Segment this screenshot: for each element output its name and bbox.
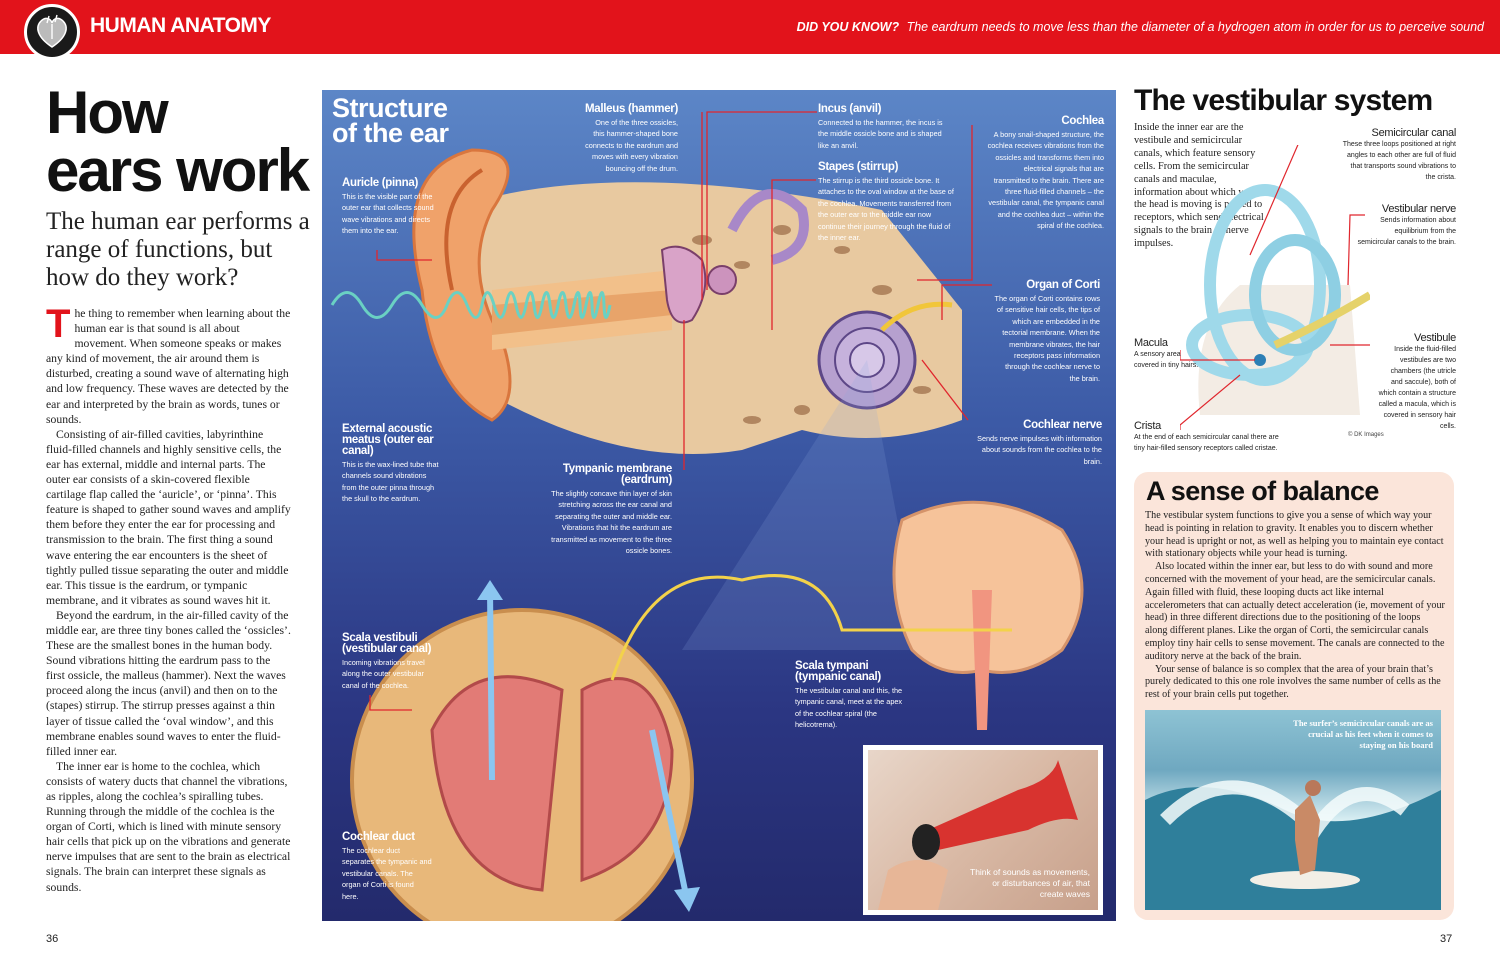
label-semicircular-canal-head: Semicircular canal bbox=[1371, 127, 1457, 139]
page-number-left: 36 bbox=[46, 933, 59, 945]
label-scala-vestibuli-desc: Incoming vibrations travel along the out… bbox=[342, 658, 425, 690]
label-macula-desc: A sensory area covered in tiny hairs. bbox=[1134, 351, 1199, 369]
label-malleus: Malleus (hammer) One of the three ossicl… bbox=[582, 103, 678, 174]
label-semicircular-canal-desc: These three loops positioned at right an… bbox=[1342, 141, 1456, 181]
label-vestibular-nerve-desc: Sends information about equilibrium from… bbox=[1357, 217, 1456, 246]
page-header-bar bbox=[0, 0, 1500, 54]
label-vestibular-nerve-head: Vestibular nerve bbox=[1381, 203, 1456, 215]
label-meatus-desc: This is the wax-lined tube that channels… bbox=[342, 460, 439, 504]
section-title: HUMAN ANATOMY bbox=[90, 14, 271, 37]
label-cochlear-nerve-desc: Sends nerve impulses with information ab… bbox=[977, 434, 1102, 466]
surfer-caption: The surfer’s semicircular canals are as … bbox=[1293, 718, 1433, 750]
label-crista-desc: At the end of each semicircular canal th… bbox=[1134, 434, 1279, 452]
label-vestibule-head: Vestibule bbox=[1414, 332, 1456, 344]
label-cochlear-nerve-head: Cochlear nerve bbox=[1023, 419, 1102, 431]
heart-anatomy-icon bbox=[24, 4, 80, 60]
ear-diagram-panel: Structure of the ear Auricle (pinna) Thi… bbox=[322, 90, 1116, 921]
did-you-know-label: DID YOU KNOW? bbox=[796, 20, 900, 34]
page-number-right: 37 bbox=[1440, 933, 1453, 945]
label-scala-tympani-desc: The vestibular canal and this, the tympa… bbox=[795, 686, 903, 730]
did-you-know-text: The eardrum needs to move less than the … bbox=[906, 20, 1484, 34]
diagram-title: Structure of the ear bbox=[332, 93, 449, 148]
page-subtitle: The human ear performs a range of functi… bbox=[46, 208, 310, 291]
label-cochlear-nerve: Cochlear nerve Sends nerve impulses with… bbox=[972, 419, 1102, 467]
balance-paragraph: The vestibular system functions to give … bbox=[1145, 510, 1444, 560]
paragraph-text: he thing to remember when learning about… bbox=[46, 307, 291, 426]
balance-paragraph: Your sense of balance is so complex that… bbox=[1145, 663, 1441, 701]
air-horn-caption: Think of sounds as movements, or disturb… bbox=[970, 867, 1091, 899]
balance-title: A sense of balance bbox=[1146, 476, 1379, 506]
label-cochlear-duct: Cochlear duct The cochlear duct separate… bbox=[342, 831, 432, 902]
label-vestibule-desc: Inside the fluid-filled vestibules are t… bbox=[1378, 346, 1456, 430]
label-auricle: Auricle (pinna) This is the visible part… bbox=[342, 177, 442, 237]
drop-cap: T bbox=[46, 302, 71, 346]
page-title: How ears work bbox=[46, 79, 326, 204]
label-organ-of-corti: Organ of Corti The organ of Corti contai… bbox=[994, 279, 1101, 384]
did-you-know: DID YOU KNOW? The eardrum needs to move … bbox=[797, 20, 1484, 34]
vestibular-intro: Inside the inner ear are the vestibule a… bbox=[1134, 122, 1264, 250]
diagram-title-line-2: of the ear bbox=[332, 118, 449, 148]
label-meatus: External acoustic meatus (outer ear cana… bbox=[342, 423, 442, 505]
label-auricle-head: Auricle (pinna) bbox=[342, 177, 419, 189]
label-cochlear-duct-head: Cochlear duct bbox=[342, 831, 415, 843]
label-organ-of-corti-head: Organ of Corti bbox=[1026, 279, 1100, 291]
label-tympanic-membrane-desc: The slightly concave thin layer of skin … bbox=[551, 489, 672, 556]
image-credit: © DK Images bbox=[1348, 432, 1384, 438]
label-stapes: Stapes (stirrup) The stirrup is the thir… bbox=[818, 161, 956, 243]
label-cochlear-duct-desc: The cochlear duct separates the tympanic… bbox=[342, 846, 432, 901]
label-stapes-head: Stapes (stirrup) bbox=[818, 161, 899, 173]
article-paragraph: Beyond the eardrum, in the air-filled ca… bbox=[46, 608, 291, 758]
surfer-photo: The surfer’s semicircular canals are as … bbox=[1145, 710, 1441, 910]
page-title-line-1: How bbox=[46, 79, 169, 146]
label-macula-head: Macula bbox=[1134, 337, 1168, 349]
label-auricle-desc: This is the visible part of the outer ea… bbox=[342, 192, 434, 236]
article-paragraph: The inner ear is home to the cochlea, wh… bbox=[46, 759, 291, 894]
label-meatus-head: External acoustic meatus (outer ear cana… bbox=[342, 423, 434, 457]
label-vestibule: Vestibule Inside the fluid-filled vestib… bbox=[1378, 332, 1457, 432]
label-malleus-head: Malleus (hammer) bbox=[585, 103, 678, 115]
balance-paragraph: Also located within the inner ear, but l… bbox=[1145, 561, 1445, 662]
page-title-line-2: ears work bbox=[46, 137, 310, 204]
label-cochlea: Cochlea A bony snail-shaped structure, t… bbox=[986, 115, 1105, 232]
diagram-title-line-1: Structure bbox=[332, 93, 448, 123]
vestibular-title: The vestibular system bbox=[1134, 84, 1433, 117]
label-scala-tympani: Scala tympani (tympanic canal) The vesti… bbox=[795, 660, 907, 731]
label-incus: Incus (anvil) Connected to the hammer, t… bbox=[818, 103, 946, 151]
label-scala-vestibuli: Scala vestibuli (vestibular canal) Incom… bbox=[342, 632, 442, 691]
label-vestibular-nerve: Vestibular nerve Sends information about… bbox=[1356, 203, 1457, 248]
label-cochlea-head: Cochlea bbox=[1061, 115, 1104, 127]
label-tympanic-membrane: Tympanic membrane (eardrum) The slightly… bbox=[542, 463, 672, 556]
vestibular-illustration bbox=[1180, 145, 1370, 430]
label-semicircular-canal: Semicircular canal These three loops pos… bbox=[1340, 127, 1457, 183]
label-scala-tympani-head: Scala tympani (tympanic canal) bbox=[795, 660, 881, 683]
label-incus-head: Incus (anvil) bbox=[818, 103, 882, 115]
label-incus-desc: Connected to the hammer, the incus is th… bbox=[818, 118, 943, 150]
label-crista: Crista At the end of each semicircular c… bbox=[1134, 420, 1284, 454]
label-macula: Macula A sensory area covered in tiny ha… bbox=[1134, 337, 1204, 371]
article-paragraph: Consisting of air-filled cavities, labyr… bbox=[46, 427, 291, 607]
label-cochlea-desc: A bony snail-shaped structure, the cochl… bbox=[987, 130, 1104, 231]
label-crista-head: Crista bbox=[1134, 420, 1161, 432]
air-horn-photo: Think of sounds as movements, or disturb… bbox=[863, 745, 1103, 915]
ear-illustration bbox=[330, 111, 1084, 921]
label-scala-vestibuli-head: Scala vestibuli (vestibular canal) bbox=[342, 632, 432, 655]
label-tympanic-membrane-head: Tympanic membrane (eardrum) bbox=[562, 463, 672, 486]
label-organ-of-corti-desc: The organ of Corti contains rows of sens… bbox=[994, 294, 1100, 383]
label-stapes-desc: The stirrup is the third ossicle bone. I… bbox=[818, 176, 954, 243]
balance-body: The vestibular system functions to give … bbox=[1145, 510, 1445, 702]
label-malleus-desc: One of the three ossicles, this hammer-s… bbox=[585, 118, 678, 173]
